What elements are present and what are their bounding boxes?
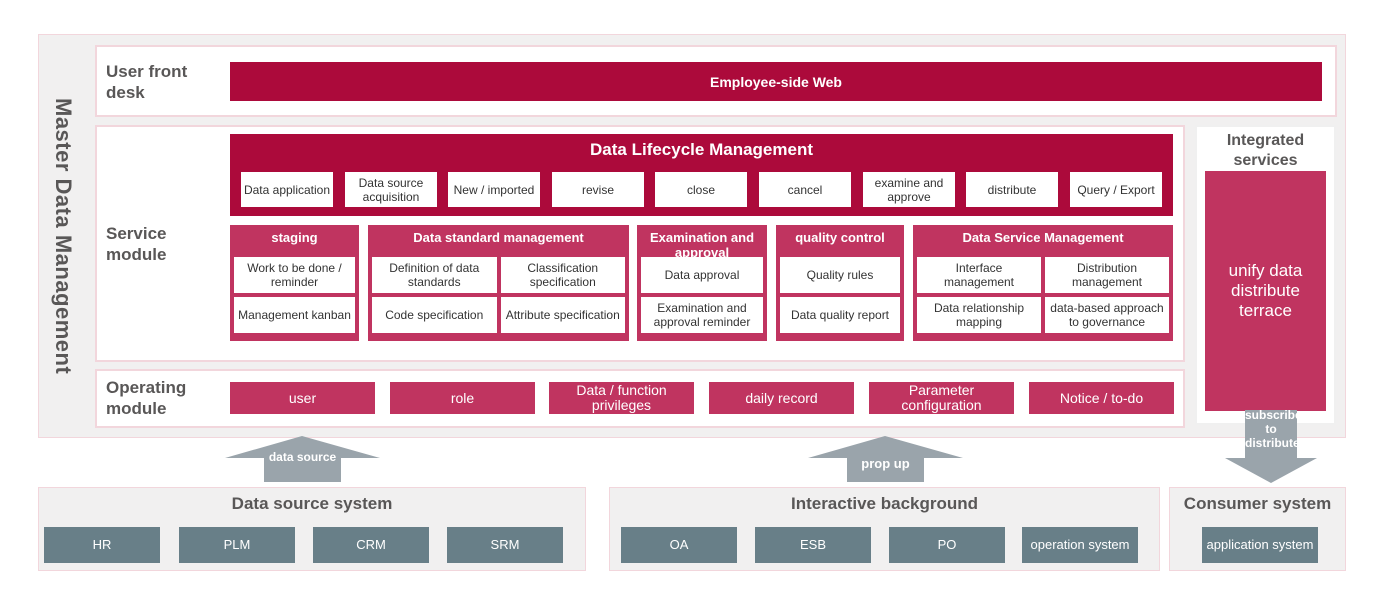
subscribe-arrow-label-clip: subscribe to distribute: [1245, 408, 1297, 478]
consumer-system-title: Consumer system: [1183, 494, 1332, 513]
operating-item-button[interactable]: Data / function privileges: [549, 382, 694, 414]
employee-side-web-bar[interactable]: Employee-side Web: [230, 62, 1322, 101]
operating-item-button[interactable]: daily record: [709, 382, 854, 414]
service-cell[interactable]: Definition of data standards: [372, 257, 497, 293]
subscribe-arrow: [1225, 410, 1317, 483]
service-group-title: Examination and approval: [649, 230, 755, 260]
integrated-services-title: Integrated services: [1226, 132, 1305, 169]
lifecycle-item[interactable]: Data application: [241, 172, 333, 207]
operating-item-button[interactable]: Parameter configuration: [869, 382, 1014, 414]
data-source-system-item[interactable]: CRM: [313, 527, 429, 563]
consumer-system-item[interactable]: application system: [1202, 527, 1318, 563]
data-source-system-title: Data source system: [231, 494, 393, 513]
data-source-system-item[interactable]: SRM: [447, 527, 563, 563]
interactive-background-title: Interactive background: [790, 494, 979, 513]
prop-up-arrow-label: prop up: [861, 456, 910, 471]
service-group-title: quality control: [795, 230, 885, 245]
service-group-title: staging: [271, 230, 318, 245]
service-cell[interactable]: Code specification: [372, 297, 497, 333]
service-group-title: Data Service Management: [962, 230, 1124, 245]
data-source-arrow-shape: [225, 436, 380, 482]
interactive-background-item[interactable]: ESB: [755, 527, 871, 563]
subscribe-arrow-label: subscribe to distribute: [1245, 408, 1297, 450]
data-source-arrow: [225, 436, 380, 482]
prop-up-arrow-shape: [808, 436, 963, 482]
user-front-desk-label: User front desk: [106, 62, 188, 102]
service-cell[interactable]: Distribution management: [1045, 257, 1169, 293]
interactive-background-item[interactable]: operation system: [1022, 527, 1138, 563]
service-cell[interactable]: Work to be done / reminder: [234, 257, 355, 293]
master-title: Master Data Management: [51, 97, 76, 375]
service-cell[interactable]: Data approval: [641, 257, 763, 293]
lifecycle-item[interactable]: Query / Export: [1070, 172, 1162, 207]
prop-up-arrow: [808, 436, 963, 482]
operating-item-button[interactable]: Notice / to-do: [1029, 382, 1174, 414]
unify-distribute-terrace-box[interactable]: unify data distribute terrace: [1205, 171, 1326, 411]
lifecycle-item[interactable]: examine and approve: [863, 172, 955, 207]
operating-item-button[interactable]: role: [390, 382, 535, 414]
service-cell[interactable]: Classification specification: [500, 257, 625, 293]
service-cell[interactable]: Quality rules: [780, 257, 900, 293]
service-cell[interactable]: Interface management: [917, 257, 1041, 293]
lifecycle-item[interactable]: Data source acquisition: [345, 172, 437, 207]
lifecycle-item[interactable]: distribute: [966, 172, 1058, 207]
service-group-title: Data standard management: [413, 230, 584, 245]
service-cell[interactable]: Data quality report: [780, 297, 900, 333]
interactive-background-item[interactable]: PO: [889, 527, 1005, 563]
master-title-container: Master Data Management: [38, 34, 88, 438]
service-cell[interactable]: Examination and approval reminder: [641, 297, 763, 333]
service-module-label: Service module: [106, 224, 167, 264]
operating-item-button[interactable]: user: [230, 382, 375, 414]
service-cell[interactable]: Management kanban: [234, 297, 355, 333]
data-source-arrow-label: data source: [268, 450, 337, 464]
lifecycle-item[interactable]: cancel: [759, 172, 851, 207]
operating-module-label: Operating module: [106, 378, 187, 418]
lifecycle-item[interactable]: New / imported: [448, 172, 540, 207]
lifecycle-item[interactable]: revise: [552, 172, 644, 207]
service-cell[interactable]: Attribute specification: [500, 297, 625, 333]
data-source-system-item[interactable]: PLM: [179, 527, 295, 563]
service-cell[interactable]: Data relationship mapping: [917, 297, 1041, 333]
service-cell[interactable]: data-based approach to governance: [1045, 297, 1169, 333]
lifecycle-title: Data Lifecycle Management: [590, 140, 813, 159]
interactive-background-item[interactable]: OA: [621, 527, 737, 563]
lifecycle-item[interactable]: close: [655, 172, 747, 207]
subscribe-arrow-shape: [1225, 410, 1317, 483]
data-source-system-item[interactable]: HR: [44, 527, 160, 563]
